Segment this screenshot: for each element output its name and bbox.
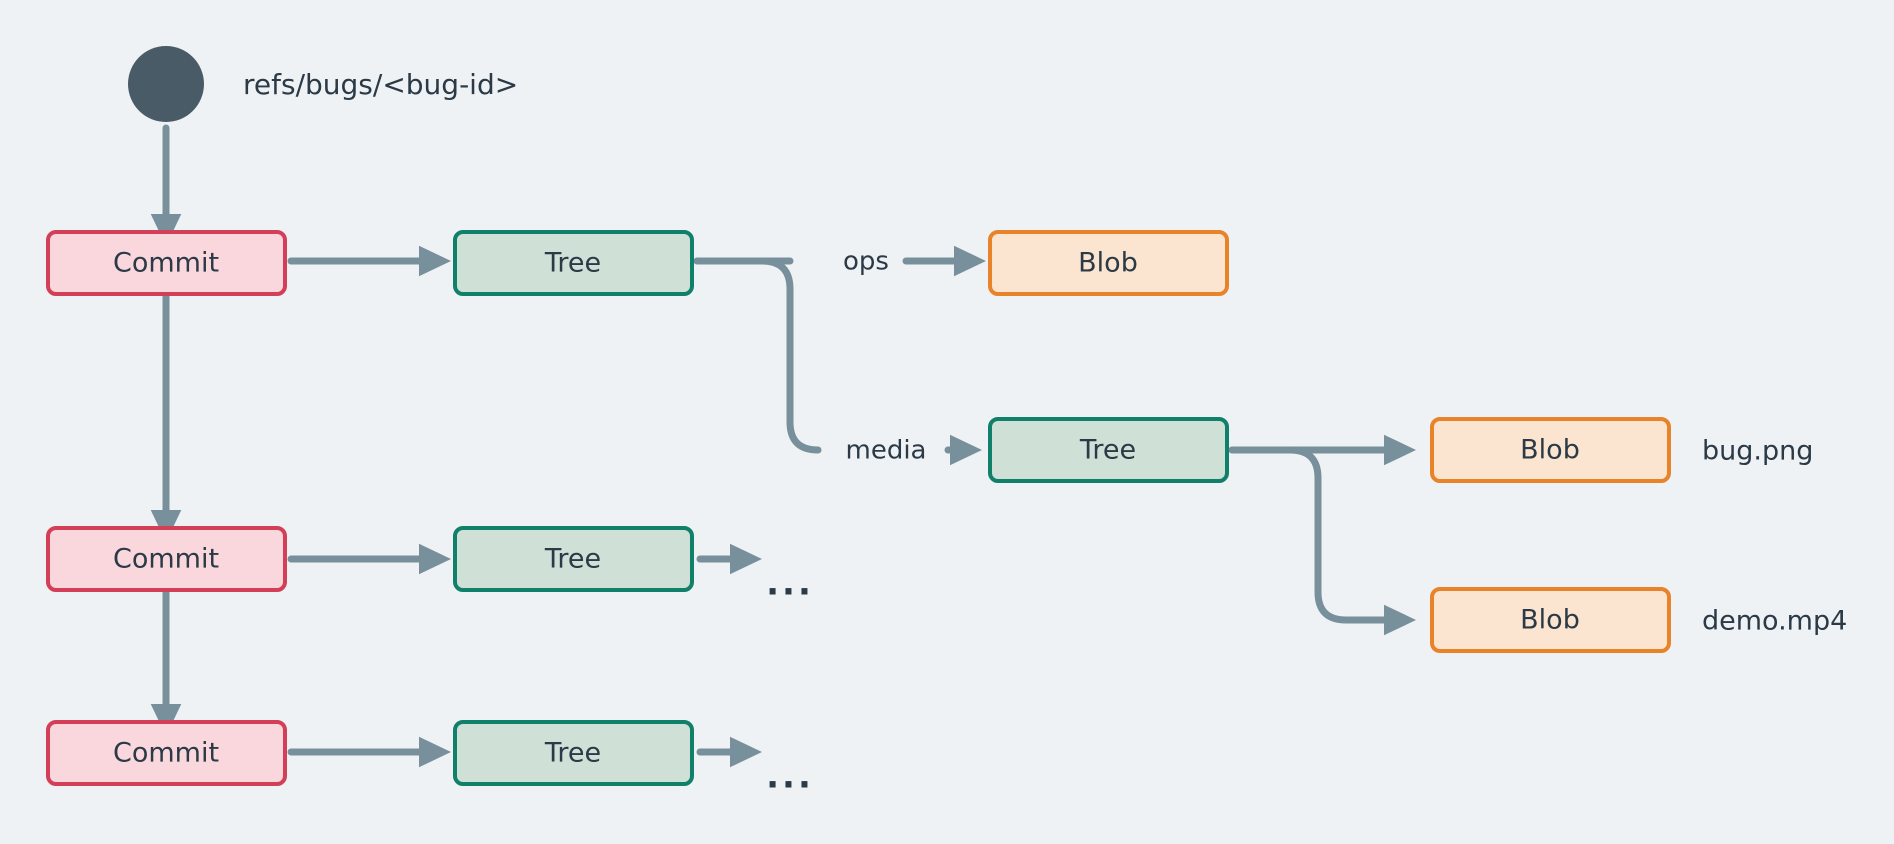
node-blob-ops-label: Blob xyxy=(1078,248,1138,279)
node-tree-3-label: Tree xyxy=(544,738,601,769)
node-commit-1-label: Commit xyxy=(113,248,219,279)
ellipsis-row3: ... xyxy=(766,757,814,797)
node-blob-ops[interactable]: Blob xyxy=(988,230,1229,296)
ellipsis-row2: ... xyxy=(766,564,814,604)
edge-treemedia-to-blob-demomp4 xyxy=(1286,446,1417,636)
ref-label: refs/bugs/<bug-id> xyxy=(243,68,518,101)
node-tree-2[interactable]: Tree xyxy=(453,526,694,592)
node-blob-demo-mp4-label: Blob xyxy=(1520,605,1580,636)
node-blob-demo-mp4[interactable]: Blob xyxy=(1430,587,1671,653)
node-commit-2-label: Commit xyxy=(113,544,219,575)
edge-tree1-split-down xyxy=(758,257,822,454)
node-tree-1-box[interactable] xyxy=(453,230,694,296)
node-commit-3[interactable]: Commit xyxy=(46,720,287,786)
node-blob-bug-png-box[interactable] xyxy=(1430,417,1671,483)
node-tree-2-box[interactable] xyxy=(453,526,694,592)
node-tree-media-label: Tree xyxy=(1079,435,1136,466)
node-tree-media-box[interactable] xyxy=(988,417,1229,483)
edge-label-media: media xyxy=(846,436,927,466)
node-blob-demo-mp4-box[interactable] xyxy=(1430,587,1671,653)
node-tree-2-label: Tree xyxy=(544,544,601,575)
node-commit-1[interactable]: Commit xyxy=(46,230,287,296)
node-tree-3-box[interactable] xyxy=(453,720,694,786)
node-blob-bug-png[interactable]: Blob xyxy=(1430,417,1671,483)
edge-label-ops: ops xyxy=(843,247,889,277)
file-label-bug-png: bug.png xyxy=(1702,436,1813,467)
node-commit-1-box[interactable] xyxy=(46,230,287,296)
node-tree-1-label: Tree xyxy=(544,248,601,279)
node-tree-media[interactable]: Tree xyxy=(988,417,1229,483)
node-blob-bug-png-label: Blob xyxy=(1520,435,1580,466)
node-commit-3-label: Commit xyxy=(113,738,219,769)
node-commit-2-box[interactable] xyxy=(46,526,287,592)
node-commit-2[interactable]: Commit xyxy=(46,526,287,592)
ref-pointer-node[interactable] xyxy=(128,46,204,122)
file-label-demo-mp4: demo.mp4 xyxy=(1702,606,1847,637)
node-blob-ops-box[interactable] xyxy=(988,230,1229,296)
node-tree-1[interactable]: Tree xyxy=(453,230,694,296)
node-commit-3-box[interactable] xyxy=(46,720,287,786)
node-tree-3[interactable]: Tree xyxy=(453,720,694,786)
